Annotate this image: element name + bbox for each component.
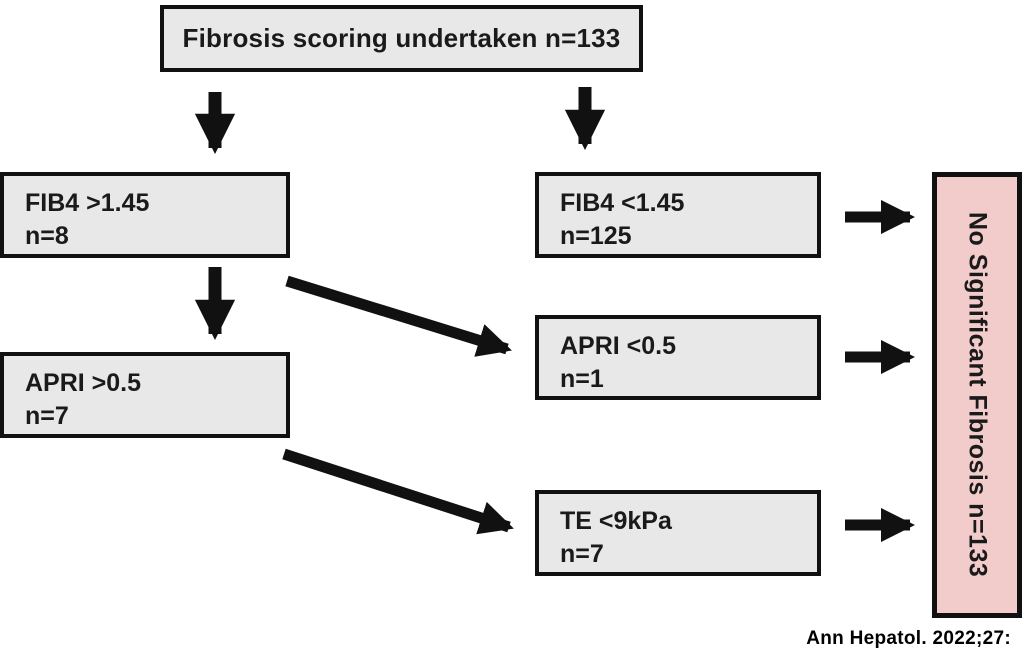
box-te-count: n=7 [560, 540, 604, 568]
box-fib4-high-criterion: FIB4 >1.45 [25, 189, 150, 217]
box-fib4-low: FIB4 <1.45 n=125 [535, 172, 821, 258]
box-apri-high: APRI >0.5 n=7 [0, 352, 290, 438]
box-fibrosis-scoring: Fibrosis scoring undertaken n=133 [160, 5, 643, 72]
box-fib4-high-count: n=8 [25, 222, 69, 250]
box-apri-low: APRI <0.5 n=1 [535, 315, 821, 400]
box-fib4-low-criterion: FIB4 <1.45 [560, 189, 685, 217]
box-apri-low-criterion: APRI <0.5 [560, 332, 677, 360]
arrow-apri-high-to-te [282, 448, 514, 535]
arrow-fib4-high-to-apri-low [285, 275, 512, 357]
citation-text: Ann Hepatol. 2022;27: [806, 628, 1011, 649]
box-apri-high-criterion: APRI >0.5 [25, 369, 142, 397]
box-apri-low-count: n=1 [560, 365, 604, 393]
box-fibrosis-scoring-label: Fibrosis scoring undertaken n=133 [182, 23, 621, 53]
box-te: TE <9kPa n=7 [535, 490, 821, 576]
box-apri-high-count: n=7 [25, 402, 69, 430]
box-no-significant-fibrosis: No Significant Fibrosis n=133 [932, 172, 1022, 618]
box-no-significant-fibrosis-label: No Significant Fibrosis n=133 [963, 212, 992, 578]
box-te-criterion: TE <9kPa [560, 507, 672, 535]
box-fib4-high: FIB4 >1.45 n=8 [0, 172, 290, 258]
box-fib4-low-count: n=125 [560, 222, 632, 250]
